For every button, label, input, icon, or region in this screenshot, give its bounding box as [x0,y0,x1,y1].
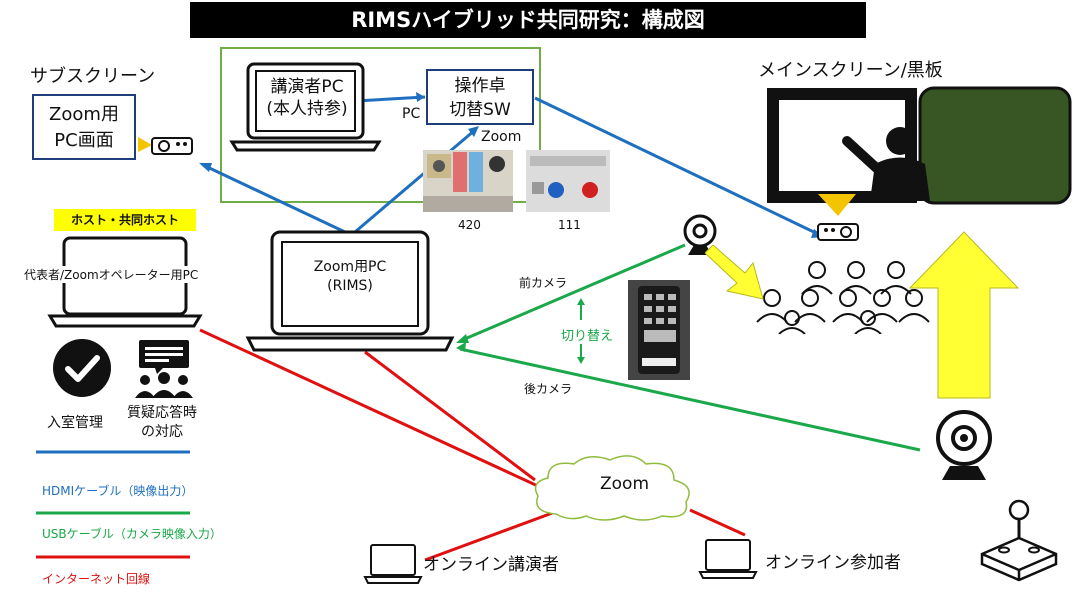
hdmi-console-to-projector [534,96,821,237]
usb-front-camera [459,243,686,343]
net-zoompc-to-cloud [364,350,536,482]
front-camera-direction-arrow [705,245,764,300]
host-pc-label: 代表者/Zoomオペレーター用PC [24,266,199,283]
main-projector-icon [817,194,859,241]
zoom-pc-laptop-icon [245,230,455,352]
zoom-cloud-icon [534,455,690,521]
hdmi-speaker-to-console [355,95,426,103]
zoom-pc-line1: Zoom用PC [313,259,387,275]
online-participant-label: オンライン参加者 [765,553,901,573]
camera-switcher-photo [628,280,690,380]
console-box: 操作卓 切替SW [426,69,534,125]
audience-icon [756,261,930,334]
console-line2: 切替SW [449,100,511,120]
legend-hdmi-label: HDMIケーブル（映像出力） [42,484,194,498]
sub-screen-label: サブスクリーン [30,66,156,87]
big-up-arrow [908,231,1020,399]
legend-usb-label: USBケーブル（カメラ映像入力） [42,527,222,541]
console-pc-label: PC [402,106,421,122]
sub-projector-icon [138,137,193,155]
main-screen-label: メインスクリーン/黒板 [758,60,943,81]
qa-people-icon [135,340,193,398]
console-line1: 操作卓 [454,76,506,96]
online-participant-laptop-icon [698,539,758,579]
sub-screen-line2: PC画面 [54,130,114,151]
hdmi-zoompc-to-console [354,128,476,234]
page-title: RIMSハイブリッド共同研究：構成図 [190,2,866,38]
zoom-pc-line2: (RIMS) [327,278,373,294]
net-cloud-to-speaker [424,510,556,562]
qa-line2: の対応 [141,424,183,440]
net-cloud-to-participant [689,508,746,537]
speaker-pc-line2: (本人持参) [266,99,348,119]
entry-management-label: 入室管理 [47,415,103,431]
console-photo-111 [526,150,610,212]
online-speaker-laptop-icon [363,544,423,584]
console-area-frame [220,47,541,203]
hdmi-zoompc-to-sub [202,163,346,234]
photo-caption-420: 420 [458,218,481,232]
zoom-pc-label: Zoom用PC (RIMS) [290,258,410,296]
sub-screen-box: Zoom用 PC画面 [32,94,136,160]
front-camera-label: 前カメラ [519,276,568,290]
back-camera-label: 後カメラ [524,382,573,396]
checkmark-icon [53,339,111,397]
main-screen-icon [767,86,1072,205]
camera-switch-label: 切り替え [561,329,614,344]
console-photo-420 [423,150,513,212]
speaker-pc-line1: 講演者PC [270,77,344,97]
qa-label: 質疑応答時 の対応 [122,404,202,442]
speaker-laptop-icon [229,62,382,152]
qa-line1: 質疑応答時 [127,405,197,421]
joystick-icon [980,499,1058,582]
host-badge: ホスト・共同ホスト [54,209,196,231]
usb-back-camera [459,347,921,452]
sub-screen-line1: Zoom用 [49,104,119,125]
speaker-pc-label: 講演者PC (本人持参) [258,76,356,120]
photo-caption-111: 111 [558,218,581,232]
back-camera-icon [936,410,992,480]
online-speaker-label: オンライン講演者 [423,555,559,575]
net-host-to-cloud [199,328,541,489]
console-zoom-label: Zoom [481,129,522,145]
zoom-cloud-label: Zoom [600,474,650,494]
legend-net-label: インターネット回線 [42,572,151,586]
